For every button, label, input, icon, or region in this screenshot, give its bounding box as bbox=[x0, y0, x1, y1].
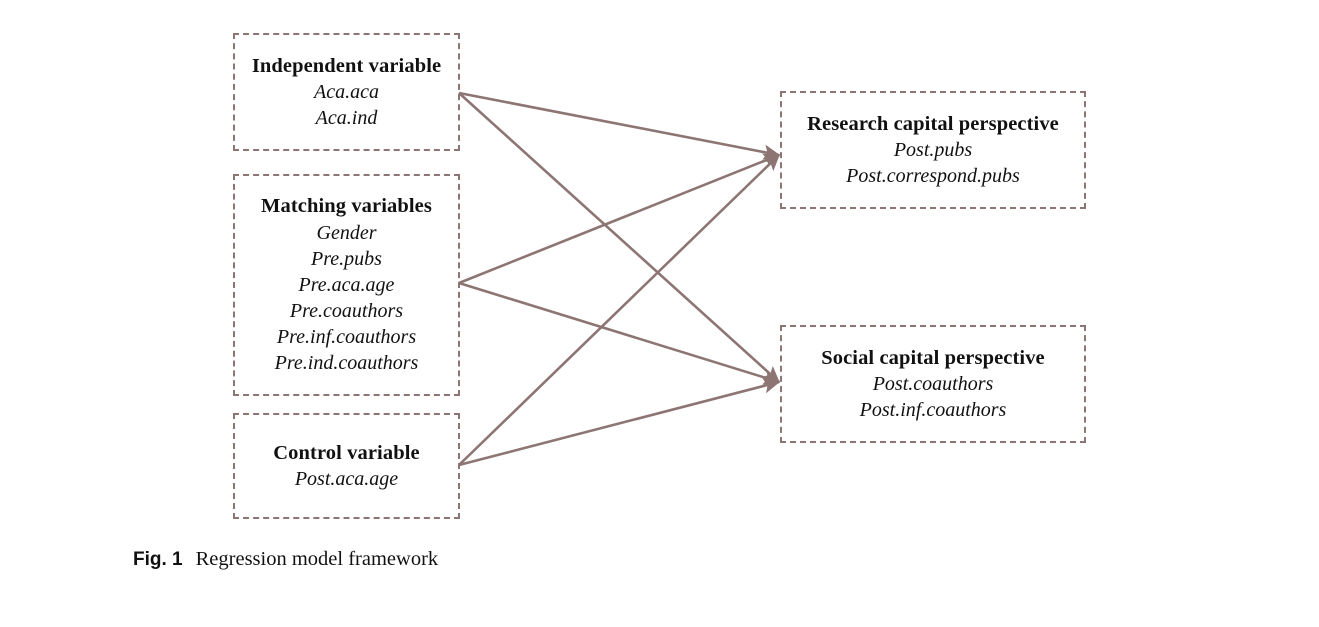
node-social-capital-perspective[interactable]: Social capital perspective Post.coauthor… bbox=[780, 325, 1086, 443]
figure-caption-text: Regression model framework bbox=[195, 548, 439, 570]
node-item-pre-inf-coauthors: Pre.inf.coauthors bbox=[276, 326, 417, 349]
node-independent-variable[interactable]: Independent variable Aca.aca Aca.ind bbox=[233, 33, 460, 151]
node-control-variable[interactable]: Control variable Post.aca.age bbox=[233, 413, 460, 519]
node-title-independent: Independent variable bbox=[251, 54, 442, 77]
node-item-post-coauthors: Post.coauthors bbox=[872, 372, 994, 395]
figure-caption-label: Fig. 1 bbox=[133, 549, 183, 570]
node-item-post-pubs: Post.pubs bbox=[893, 138, 973, 161]
arrow-independent-to-research bbox=[458, 91, 781, 160]
node-item-gender: Gender bbox=[316, 221, 377, 244]
node-item-pre-pubs: Pre.pubs bbox=[311, 247, 382, 270]
arrow-independent-to-social bbox=[458, 92, 780, 383]
node-item-aca-ind: Aca.ind bbox=[315, 107, 378, 130]
figure-caption: Fig. 1 Regression model framework bbox=[133, 548, 438, 571]
arrow-matching-to-research bbox=[458, 153, 781, 285]
node-item-aca-aca: Aca.aca bbox=[314, 80, 379, 103]
node-item-post-correspond-pubs: Post.correspond.pubs bbox=[846, 165, 1020, 188]
arrow-matching-to-social bbox=[458, 281, 781, 385]
node-research-capital-perspective[interactable]: Research capital perspective Post.pubs P… bbox=[780, 91, 1086, 209]
node-item-pre-aca-age: Pre.aca.age bbox=[298, 273, 395, 296]
node-title-control: Control variable bbox=[273, 441, 420, 464]
node-title-matching: Matching variables bbox=[261, 195, 432, 218]
node-title-social: Social capital perspective bbox=[821, 346, 1045, 369]
node-item-post-aca-age: Post.aca.age bbox=[294, 468, 399, 491]
node-item-pre-ind-coauthors: Pre.ind.coauthors bbox=[274, 352, 419, 375]
node-matching-variables[interactable]: Matching variables Gender Pre.pubs Pre.a… bbox=[233, 174, 460, 396]
node-title-research: Research capital perspective bbox=[807, 112, 1059, 135]
node-item-pre-coauthors: Pre.coauthors bbox=[289, 300, 404, 323]
node-item-post-inf-coauthors: Post.inf.coauthors bbox=[859, 399, 1007, 422]
arrow-control-to-research bbox=[458, 154, 780, 466]
arrow-control-to-social bbox=[458, 378, 781, 467]
